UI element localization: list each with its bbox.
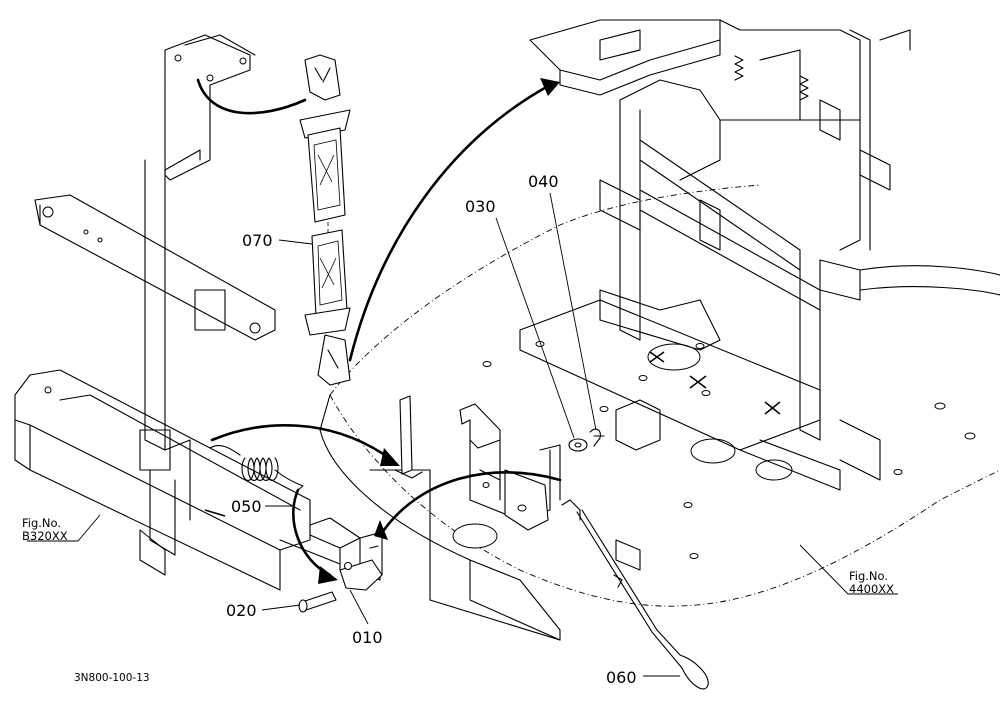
callout-070: 070 bbox=[242, 231, 273, 250]
seat-frame-structure bbox=[519, 19, 911, 571]
figure-refs: Fig.No. B320XX Fig.No. 4400XX bbox=[22, 516, 894, 596]
part-020-pin bbox=[298, 591, 337, 613]
part-050-spring bbox=[209, 445, 304, 491]
fig-ref-4400-line2: 4400XX bbox=[849, 582, 894, 596]
part-030-washer bbox=[568, 438, 588, 452]
callout-060: 060 bbox=[606, 668, 637, 687]
callout-030: 030 bbox=[465, 197, 496, 216]
fig-ref-b320-line1: Fig.No. bbox=[22, 516, 61, 530]
callout-050: 050 bbox=[231, 497, 262, 516]
part-060-rod bbox=[561, 499, 709, 690]
part-070-seat-belt bbox=[299, 54, 351, 386]
mounting-brackets bbox=[394, 395, 561, 531]
callout-010: 010 bbox=[352, 628, 383, 647]
callout-labels: 070 030 040 050 020 010 060 bbox=[226, 172, 637, 687]
drawing-code: 3N800-100-13 bbox=[74, 672, 150, 684]
left-frame bbox=[14, 34, 561, 641]
part-040-clip bbox=[589, 428, 605, 447]
floor-plate bbox=[319, 184, 1000, 641]
part-010-bracket bbox=[309, 517, 383, 591]
fig-ref-4400-line1: Fig.No. bbox=[849, 569, 888, 583]
leader-lines bbox=[27, 192, 898, 677]
fig-ref-b320-line2: B320XX bbox=[22, 529, 68, 543]
callout-020: 020 bbox=[226, 601, 257, 620]
assembly-arrows bbox=[196, 78, 562, 584]
callout-040: 040 bbox=[528, 172, 559, 191]
